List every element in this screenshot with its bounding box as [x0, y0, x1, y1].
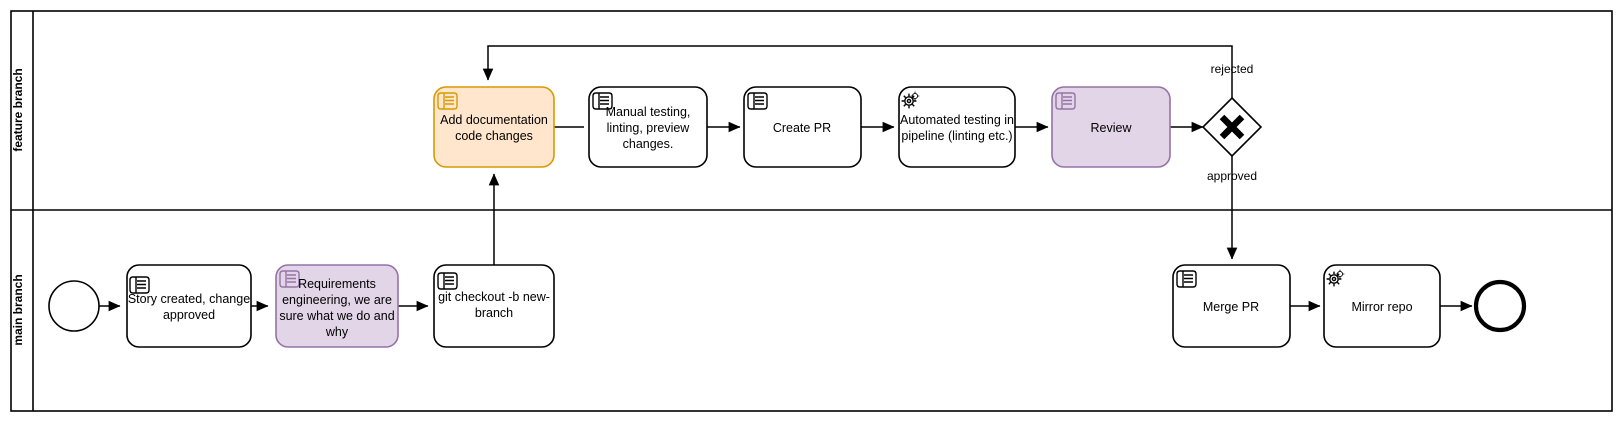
task-add-documentation-box[interactable] [433, 86, 555, 168]
manual-task-hand-icon [437, 92, 458, 110]
task-automated-testing-label-line1: Automated testing in [900, 113, 1014, 127]
task-manual-testing[interactable]: Manual testing, linting, preview changes… [588, 86, 708, 168]
task-create-pr-box[interactable] [743, 86, 862, 168]
end-event[interactable] [1473, 279, 1527, 333]
manual-task-hand-icon [1055, 92, 1076, 110]
manual-task-hand-icon [747, 92, 768, 110]
task-manual-testing-label-line1: Manual testing, [606, 105, 691, 119]
task-git-checkout-box[interactable] [433, 264, 555, 348]
task-story-created-box[interactable] [126, 264, 252, 348]
flow-label-approved: approved [1207, 169, 1257, 183]
task-manual-testing-label-line2: linting, preview [607, 121, 691, 135]
task-automated-testing-box[interactable] [898, 86, 1016, 168]
task-mirror-repo-box[interactable] [1323, 264, 1441, 348]
manual-task-hand-icon [1176, 270, 1197, 288]
service-task-gear-icon [1326, 269, 1345, 287]
task-add-documentation[interactable]: Add documentation code changes [433, 86, 555, 168]
task-automated-testing-label-line2: pipeline (linting etc.) [901, 129, 1012, 143]
task-merge-pr[interactable]: Merge PR [1172, 264, 1291, 348]
task-add-documentation-label-line1: Add documentation [440, 113, 548, 127]
lane-label-main-branch: main branch [11, 274, 25, 345]
sequence-flows [99, 45, 1473, 312]
manual-task-hand-icon [129, 276, 150, 294]
task-git-checkout-label-line1: git checkout -b new- [438, 290, 550, 304]
task-review[interactable]: Review [1051, 86, 1171, 168]
task-requirements-engineering[interactable]: Requirements engineering, we are sure wh… [275, 264, 399, 348]
task-requirements-engineering-box[interactable] [275, 264, 399, 348]
task-story-created-label-line2: approved [163, 308, 215, 322]
task-merge-pr-label: Merge PR [1203, 300, 1259, 314]
start-event-circle[interactable] [48, 280, 100, 332]
task-add-documentation-label-line2: code changes [455, 129, 533, 143]
lane-feature-branch: feature branch [11, 68, 25, 151]
service-task-gear-icon [901, 91, 920, 109]
task-requirements-engineering-label-line2: engineering, we are [282, 293, 392, 307]
pool [10, 10, 1613, 412]
pool-outline [10, 10, 1613, 412]
flow-gateway-rejected-to-add-documentation [482, 45, 1233, 98]
flow-label-rejected: rejected [1211, 62, 1254, 76]
task-requirements-engineering-label-line1: Requirements [298, 277, 376, 291]
manual-task-hand-icon [592, 92, 613, 110]
lane-main-branch: main branch [11, 274, 25, 345]
task-automated-testing[interactable]: Automated testing in pipeline (linting e… [898, 86, 1016, 168]
task-create-pr[interactable]: Create PR [743, 86, 862, 168]
task-git-checkout-label-line2: branch [475, 306, 513, 320]
task-merge-pr-box[interactable] [1172, 264, 1291, 348]
task-review-label: Review [1091, 121, 1133, 135]
lane-label-feature-branch: feature branch [11, 68, 25, 151]
end-event-circle[interactable] [1473, 279, 1527, 333]
task-git-checkout[interactable]: git checkout -b new- branch [433, 264, 555, 348]
manual-task-hand-icon [279, 270, 300, 288]
task-manual-testing-label-line3: changes. [623, 137, 674, 151]
task-story-created[interactable]: Story created, change approved [126, 264, 252, 348]
task-create-pr-label: Create PR [773, 121, 831, 135]
task-requirements-engineering-label-line4: why [325, 325, 349, 339]
task-story-created-label-line1: Story created, change [128, 292, 250, 306]
task-review-box[interactable] [1051, 86, 1171, 168]
task-manual-testing-box[interactable] [588, 86, 708, 168]
task-mirror-repo-label: Mirror repo [1351, 300, 1412, 314]
task-mirror-repo[interactable]: Mirror repo [1323, 264, 1441, 348]
manual-task-hand-icon [437, 272, 458, 290]
gateway-x-icon [1219, 114, 1245, 140]
task-requirements-engineering-label-line3: sure what we do and [279, 309, 394, 323]
gateway-review-result[interactable] [1201, 96, 1263, 158]
start-event[interactable] [48, 280, 100, 332]
